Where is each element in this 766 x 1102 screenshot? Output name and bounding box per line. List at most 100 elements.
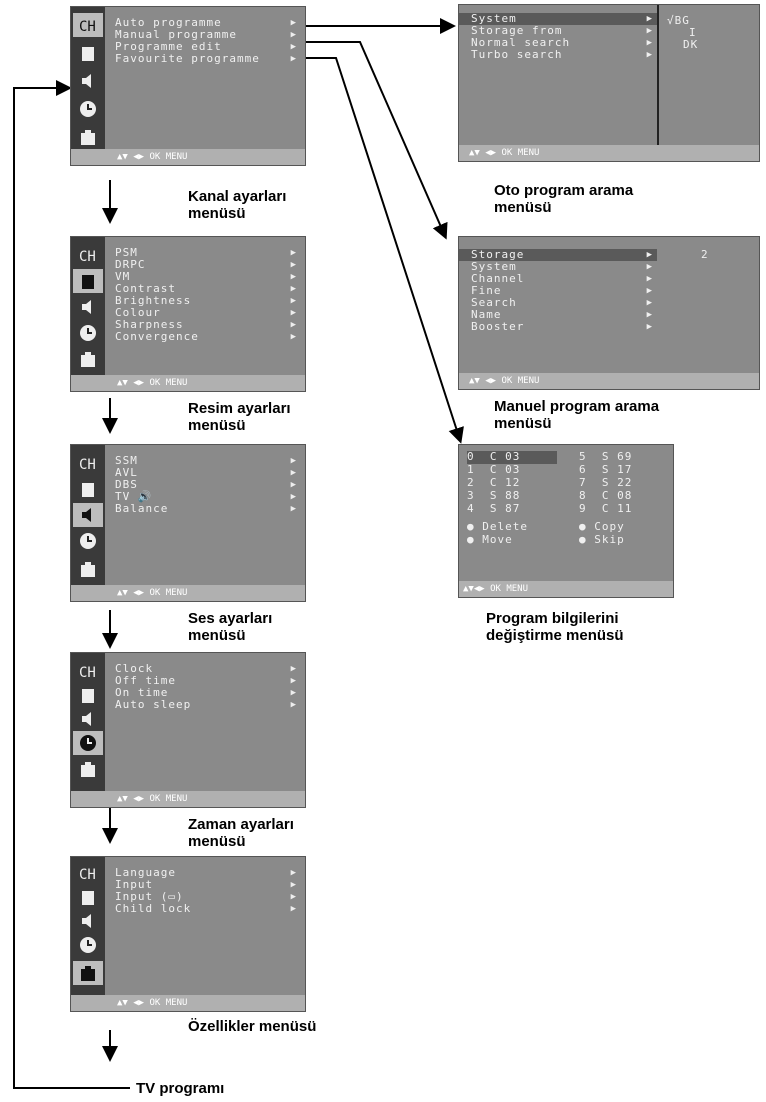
programme-row[interactable]: 3 S 88 xyxy=(467,489,521,502)
menu-item[interactable]: Child lock▶ xyxy=(115,902,297,915)
clock-icon[interactable] xyxy=(73,731,103,755)
picture-icon[interactable] xyxy=(73,477,103,501)
menu-item[interactable]: TV 🔊▶ xyxy=(115,490,297,503)
option-dk[interactable]: DK xyxy=(683,38,699,51)
submenu-item[interactable]: Channel▶ xyxy=(471,272,653,285)
svg-text:CH: CH xyxy=(79,19,96,35)
menu-sidebar: CH xyxy=(71,7,105,149)
zaman-menu: CH Clock▶ Off time▶ On time▶ Auto sleep▶… xyxy=(70,652,306,808)
manuel-submenu: Storage▶ System▶ Channel▶ Fine▶ Search▶ … xyxy=(458,236,760,390)
programme-row[interactable]: 6 S 17 xyxy=(579,463,633,476)
menu-footer: ▲▼ ◀▶ OK MENU xyxy=(71,375,305,391)
submenu-item[interactable]: System▶ xyxy=(471,260,653,273)
picture-icon[interactable] xyxy=(73,41,103,65)
menu-item[interactable]: Favourite programme▶ xyxy=(115,52,297,65)
sound-icon[interactable] xyxy=(73,909,103,933)
submenu-item[interactable]: Storage▶ xyxy=(459,249,657,261)
sound-icon[interactable] xyxy=(73,295,103,319)
svg-text:CH: CH xyxy=(79,457,96,473)
menu-item[interactable]: Colour▶ xyxy=(115,306,297,319)
ch-icon[interactable]: CH xyxy=(73,659,103,683)
menu-item[interactable]: Convergence▶ xyxy=(115,330,297,343)
menu-item[interactable]: Clock▶ xyxy=(115,662,297,675)
sound-icon[interactable] xyxy=(73,707,103,731)
programme-row[interactable]: 2 C 12 xyxy=(467,476,521,489)
programme-row[interactable]: 1 C 03 xyxy=(467,463,521,476)
menu-item[interactable]: Contrast▶ xyxy=(115,282,297,295)
menu-footer: ▲▼ ◀▶ OK MENU xyxy=(71,995,305,1011)
menu-items: SSM▶ AVL▶ DBS▶ TV 🔊▶ Balance▶ xyxy=(115,455,297,515)
submenu-item[interactable]: Fine▶ xyxy=(471,284,653,297)
picture-icon[interactable] xyxy=(73,885,103,909)
programme-row[interactable]: 5 S 69 xyxy=(579,450,633,463)
menu-item[interactable]: DRPC▶ xyxy=(115,258,297,271)
menu-item[interactable]: Language▶ xyxy=(115,866,297,879)
special-icon[interactable] xyxy=(73,347,103,371)
special-icon[interactable] xyxy=(73,961,103,985)
ch-icon[interactable]: CH xyxy=(73,451,103,475)
picture-icon[interactable] xyxy=(73,683,103,707)
menu-item[interactable]: On time▶ xyxy=(115,686,297,699)
menu-item[interactable]: DBS▶ xyxy=(115,478,297,491)
menu-item[interactable]: Manual programme▶ xyxy=(115,28,297,41)
menu-footer: ▲▼ ◀▶ OK MENU xyxy=(71,585,305,601)
submenu-item[interactable]: Turbo search▶ xyxy=(471,48,653,61)
submenu-item[interactable]: Search▶ xyxy=(471,296,653,309)
menu-item[interactable]: SSM▶ xyxy=(115,454,297,467)
submenu-item[interactable]: Normal search▶ xyxy=(471,36,653,49)
clock-icon[interactable] xyxy=(73,933,103,957)
picture-icon[interactable] xyxy=(73,269,103,293)
menu-item[interactable]: PSM▶ xyxy=(115,246,297,259)
option-i[interactable]: I xyxy=(689,26,697,39)
submenu-item[interactable]: System▶ xyxy=(459,13,657,25)
menu-item[interactable]: Programme edit▶ xyxy=(115,40,297,53)
kanal-menu: CH Auto programme▶ Manual programme▶ Pro… xyxy=(70,6,306,166)
clock-icon[interactable] xyxy=(73,529,103,553)
programme-row[interactable]: 8 C 08 xyxy=(579,489,633,502)
move-action[interactable]: ● Move xyxy=(467,533,513,546)
svg-text:CH: CH xyxy=(79,249,96,265)
ch-icon[interactable]: CH xyxy=(73,861,103,885)
sound-icon[interactable] xyxy=(73,503,103,527)
submenu-item[interactable]: Storage from▶ xyxy=(471,24,653,37)
submenu-footer: ▲▼◀▶ OK MENU xyxy=(459,581,673,597)
ch-icon[interactable]: CH xyxy=(73,13,103,37)
submenu-item[interactable]: Name▶ xyxy=(471,308,653,321)
menu-item[interactable]: Off time▶ xyxy=(115,674,297,687)
special-icon[interactable] xyxy=(73,557,103,581)
sound-icon[interactable] xyxy=(73,69,103,93)
special-icon[interactable] xyxy=(73,125,103,149)
storage-value[interactable]: 2 xyxy=(701,248,709,261)
menu-sidebar: CH xyxy=(71,653,105,791)
menu-item[interactable]: Sharpness▶ xyxy=(115,318,297,331)
menu-item[interactable]: AVL▶ xyxy=(115,466,297,479)
programme-row[interactable]: 4 S 87 xyxy=(467,502,521,515)
menu-item[interactable]: Balance▶ xyxy=(115,502,297,515)
submenu-item[interactable]: Booster▶ xyxy=(471,320,653,333)
submenu-footer: ▲▼ ◀▶ OK MENU xyxy=(459,145,759,161)
clock-icon[interactable] xyxy=(73,97,103,121)
menu-sidebar: CH xyxy=(71,237,105,375)
menu-item[interactable]: Auto programme▶ xyxy=(115,16,297,29)
programme-row[interactable]: 9 C 11 xyxy=(579,502,633,515)
delete-action[interactable]: ● Delete xyxy=(467,520,528,533)
ch-icon[interactable]: CH xyxy=(73,243,103,267)
clock-icon[interactable] xyxy=(73,321,103,345)
menu-item[interactable]: Input▶ xyxy=(115,878,297,891)
menu-item[interactable]: Auto sleep▶ xyxy=(115,698,297,711)
copy-action[interactable]: ● Copy xyxy=(579,520,625,533)
ozellik-caption: Özellikler menüsü xyxy=(188,1018,317,1035)
programme-row[interactable]: 7 S 22 xyxy=(579,476,633,489)
option-bg[interactable]: √BG xyxy=(667,14,690,27)
menu-item[interactable]: VM▶ xyxy=(115,270,297,283)
menu-item[interactable]: Input (▭)▶ xyxy=(115,890,297,903)
special-icon[interactable] xyxy=(73,757,103,781)
menu-sidebar: CH xyxy=(71,857,105,995)
programme-row[interactable]: 0 C 03 xyxy=(467,451,557,464)
menu-item[interactable]: Brightness▶ xyxy=(115,294,297,307)
skip-action[interactable]: ● Skip xyxy=(579,533,625,546)
